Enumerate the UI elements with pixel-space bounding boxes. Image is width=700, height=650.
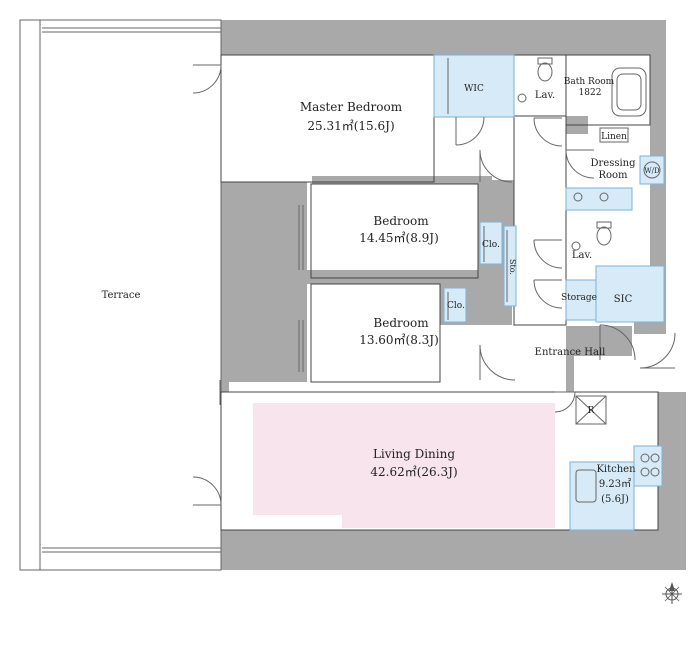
door-arc <box>455 116 485 146</box>
doors <box>192 64 676 506</box>
linen-box <box>599 127 629 143</box>
sic-label: SIC <box>614 294 633 305</box>
master-bedroom-name: Master Bedroom <box>300 100 403 114</box>
door-arc <box>533 239 563 269</box>
refrigerator-label: R <box>588 406 595 416</box>
windows <box>298 205 304 372</box>
washer-icon <box>643 161 661 179</box>
door-arc <box>554 391 576 413</box>
door-arc <box>639 332 676 369</box>
toilet-icon <box>596 226 612 246</box>
kitchen-area-j: (5.6J) <box>601 494 629 505</box>
bedroom1-name: Bedroom <box>373 214 429 228</box>
living-dining-area <box>253 403 555 528</box>
door-arc <box>192 476 222 506</box>
door-arc <box>565 149 595 179</box>
bath-room-name: Bath Room <box>564 77 615 87</box>
fixtures <box>447 57 661 503</box>
compass-rose-icon <box>662 582 682 604</box>
lav-top-label: Lav. <box>535 90 555 101</box>
dressing-counter <box>565 187 633 211</box>
bathtub-icon <box>611 67 647 117</box>
door-arc <box>479 149 513 183</box>
wic-label: WIC <box>464 84 484 94</box>
dressing-room-line2: Room <box>598 170 628 181</box>
bedroom1-area: 14.45㎡(8.9J) <box>359 231 439 245</box>
door-arc <box>479 344 516 381</box>
kitchen-area: 9.23㎡ <box>599 478 631 490</box>
sink-icon <box>599 192 609 202</box>
kitchen-name: Kitchen <box>596 464 636 475</box>
clo1-label: Clo. <box>482 240 500 250</box>
kitchen-sink-icon <box>575 469 597 503</box>
linen-label: Linen <box>601 132 627 142</box>
sink-icon <box>573 192 583 202</box>
kitchen-stove <box>633 445 663 487</box>
sto-label: Sto. <box>508 259 517 275</box>
bedroom2-area: 13.60㎡(8.3J) <box>359 333 439 347</box>
storage-spaces <box>433 54 665 531</box>
sink-icon <box>571 241 581 251</box>
storage-box <box>565 279 597 321</box>
entrance-hall-label: Entrance Hall <box>535 347 606 358</box>
door-arc <box>599 324 636 361</box>
lav-mid-label: Lav. <box>572 250 592 261</box>
bath-room-size: 1822 <box>579 88 602 98</box>
living-dining-name: Living Dining <box>373 447 455 461</box>
wic-box <box>433 54 515 118</box>
door-arc <box>533 117 563 147</box>
clo2-label: Clo. <box>447 301 465 311</box>
bedroom2-name: Bedroom <box>373 316 429 330</box>
master-bedroom-area: 25.31㎡(15.6J) <box>307 119 394 133</box>
door-arc <box>192 64 222 94</box>
terrace-label: Terrace <box>102 290 141 301</box>
toilet-icon <box>537 62 553 82</box>
dressing-room-line1: Dressing <box>590 158 636 169</box>
sink-icon <box>517 93 527 103</box>
terrace-column <box>235 276 269 314</box>
terrace-area <box>19 19 222 571</box>
wd-label: W/D <box>644 167 660 175</box>
door-arc <box>533 279 563 309</box>
sic-box <box>595 265 665 323</box>
clo1-box <box>479 221 503 265</box>
clo2-box <box>443 287 467 323</box>
storage-label: Storage <box>561 293 597 303</box>
living-dining-area-text: 42.62㎡(26.3J) <box>370 465 457 479</box>
kitchen-counter <box>569 461 635 531</box>
refrigerator-box <box>575 395 607 425</box>
